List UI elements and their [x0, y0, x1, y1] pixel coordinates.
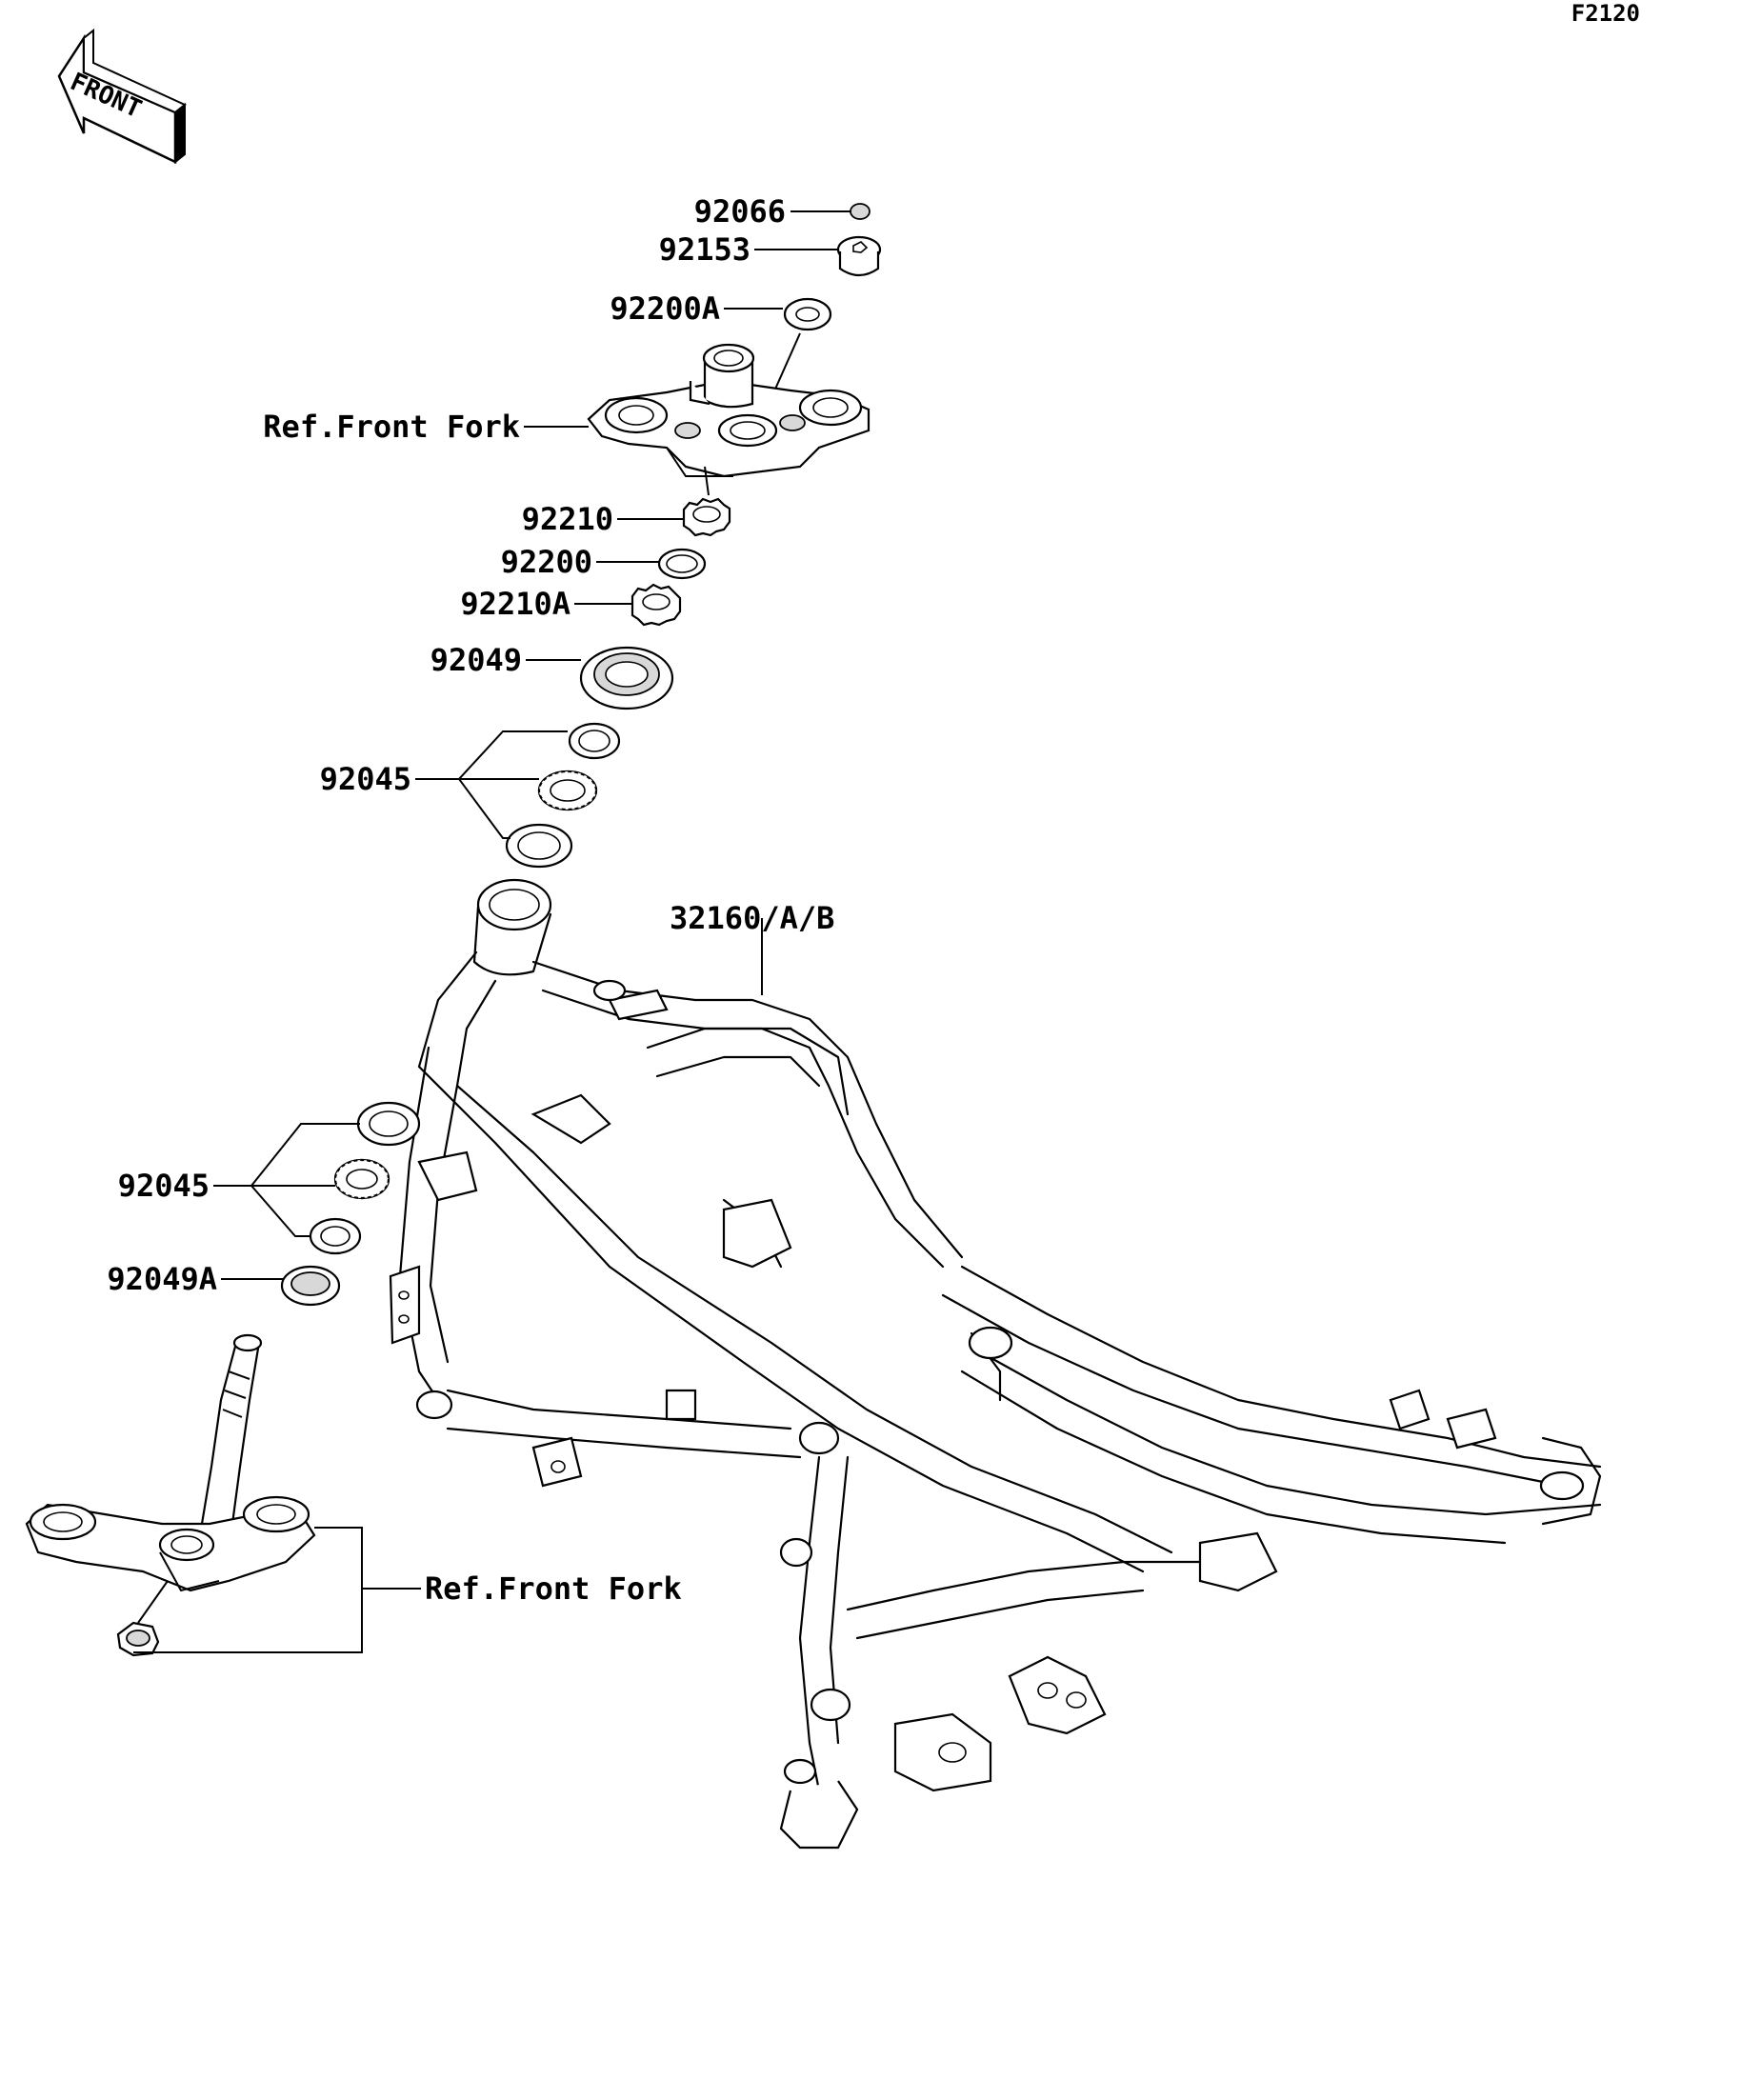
- callout-92049: 92049: [430, 642, 522, 678]
- upper-triple-clamp: [587, 343, 870, 478]
- callout-ref-front-fork-bottom: Ref.Front Fork: [425, 1570, 682, 1607]
- part-92045-upper-bearing-set: [415, 722, 621, 869]
- part-92066-cap: [790, 203, 870, 220]
- callout-92049A: 92049A: [107, 1261, 217, 1297]
- part-92045-lower-bearing-set: [213, 1101, 421, 1255]
- leader-ref-front-fork-bottom: [133, 1527, 363, 1653]
- callout-92200: 92200: [501, 544, 592, 580]
- part-92210-locknut: [617, 466, 731, 537]
- callout-92200A: 92200A: [610, 290, 720, 327]
- main-frame: [389, 878, 1602, 1850]
- diagram-code: F2120: [1571, 0, 1640, 27]
- part-92049A-seal: [221, 1265, 341, 1307]
- callout-ref-front-fork-top: Ref.Front Fork: [263, 409, 520, 445]
- callout-92210A: 92210A: [460, 586, 570, 622]
- callout-92066: 92066: [694, 193, 786, 230]
- front-direction-arrow-icon: FRONT: [57, 28, 187, 165]
- part-92210A-locknut: [574, 583, 682, 627]
- callout-92210: 92210: [522, 501, 613, 537]
- callout-92045-upper: 92045: [320, 761, 411, 797]
- callout-92153: 92153: [659, 231, 750, 268]
- part-92049-seal: [526, 646, 674, 710]
- callout-92045-lower: 92045: [118, 1168, 210, 1204]
- part-92153-bolt: [754, 235, 882, 277]
- part-92200-washer: [596, 548, 707, 580]
- lower-triple-clamp-and-stem: [25, 1333, 316, 1657]
- callout-32160: 32160/A/B: [670, 900, 834, 936]
